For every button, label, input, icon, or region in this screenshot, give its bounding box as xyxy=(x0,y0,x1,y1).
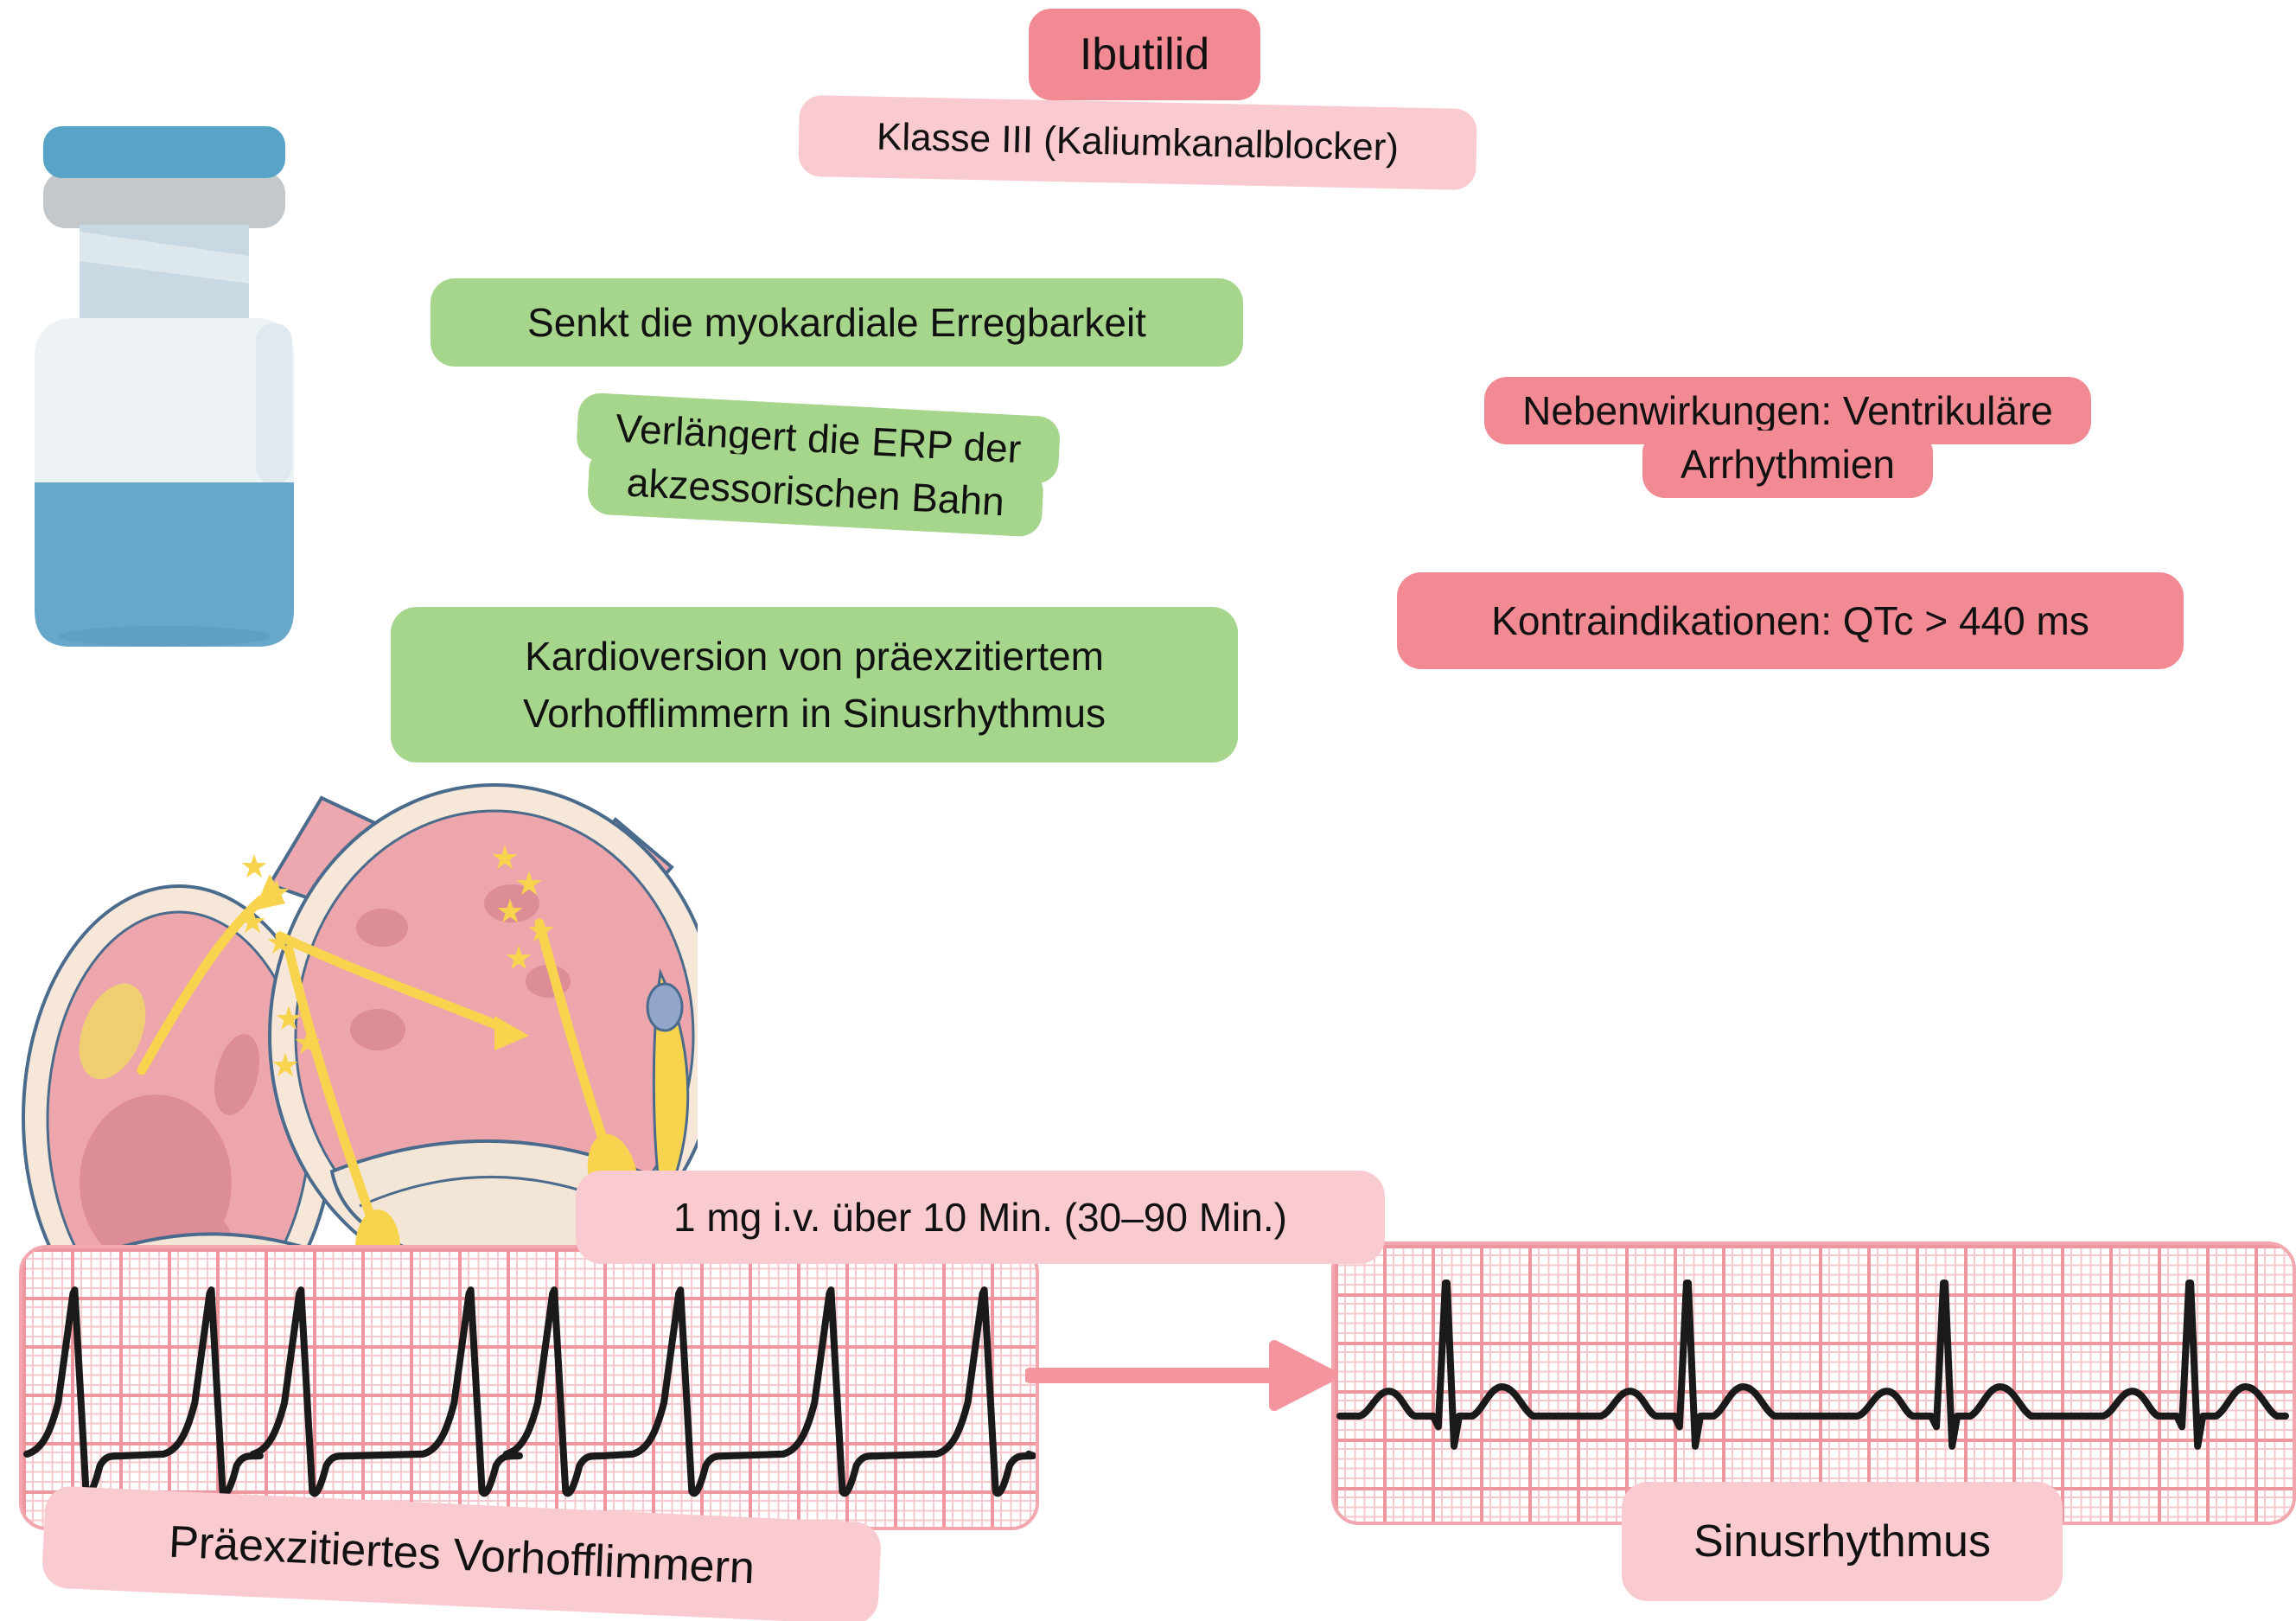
dosage-label: 1 mg i.v. über 10 Min. (30–90 Min.) xyxy=(673,1195,1287,1240)
effect-excitability-badge: Senkt die myokardiale Erregbarkeit xyxy=(430,278,1243,367)
sinus-label: Sinusrhythmus xyxy=(1693,1516,1991,1567)
svg-text:★: ★ xyxy=(239,849,269,885)
ecg-trace-sinus xyxy=(1336,1280,2289,1450)
side-effects-line2: Arrhythmien xyxy=(1642,431,1933,498)
vessel-cross-section xyxy=(646,982,684,1032)
ectopic-foci-stars: ★★★★ ★★★★★ ★★★ xyxy=(238,840,556,1084)
contraindication-badge: Kontraindikationen: QTc > 440 ms xyxy=(1397,572,2184,669)
drug-title: Ibutilid xyxy=(1079,29,1210,80)
ecg-svg-sinus xyxy=(1336,1280,2289,1450)
effect-cardioversion-line2: Vorhofflimmern in Sinusrhythmus xyxy=(522,691,1107,736)
ecg-trace-af xyxy=(23,1286,1036,1497)
vial-seal xyxy=(43,171,285,228)
vial-liquid xyxy=(35,482,294,647)
svg-text:★: ★ xyxy=(271,1048,300,1084)
svg-text:★: ★ xyxy=(526,913,556,949)
dosage-badge: 1 mg i.v. über 10 Min. (30–90 Min.) xyxy=(576,1171,1385,1264)
svg-text:★: ★ xyxy=(238,904,267,941)
drug-title-badge: Ibutilid xyxy=(1029,9,1260,100)
transition-arrow-head xyxy=(1269,1340,1338,1411)
effect-cardioversion-badge: Kardioversion von präexzitiertem Vorhoff… xyxy=(391,607,1238,763)
svg-text:★: ★ xyxy=(274,1001,303,1037)
svg-text:★: ★ xyxy=(504,941,533,977)
drug-class-label: Klasse III (Kaliumkanalblocker) xyxy=(876,115,1400,169)
side-effects-badge: Nebenwirkungen: Ventrikuläre Arrhythmien xyxy=(1426,377,2149,498)
effect-cardioversion-line1: Kardioversion von präexzitiertem xyxy=(525,634,1104,679)
epicardial-fat xyxy=(79,983,146,1080)
svg-text:★: ★ xyxy=(495,894,525,930)
sinus-label-badge: Sinusrhythmus xyxy=(1622,1482,2063,1601)
vial-body-shade xyxy=(256,323,292,484)
svg-text:★: ★ xyxy=(265,925,295,961)
conduction-pathways xyxy=(137,895,610,1220)
vial-neck-highlight xyxy=(80,232,249,284)
contraindication-label: Kontraindikationen: QTc > 440 ms xyxy=(1491,598,2089,643)
ecg-svg-af xyxy=(23,1286,1036,1497)
transition-arrow xyxy=(1025,1340,1338,1411)
svg-text:★: ★ xyxy=(293,1025,322,1062)
svg-text:★: ★ xyxy=(514,866,544,903)
svg-text:★: ★ xyxy=(262,875,291,911)
drug-class-badge: Klasse III (Kaliumkanalblocker) xyxy=(798,94,1477,191)
vial-liquid-shade xyxy=(59,626,270,647)
af-label: Präexzitiertes Vorhofflimmern xyxy=(167,1516,756,1594)
effect-excitability-label: Senkt die myokardiale Erregbarkeit xyxy=(527,300,1146,345)
vial-cap xyxy=(43,126,285,178)
effect-erp-badge: Verlängert die ERP der akzessorischen Ba… xyxy=(486,387,1148,543)
svg-text:★: ★ xyxy=(490,840,520,877)
ecg-strip-preexcited-af xyxy=(19,1245,1039,1530)
ecg-strip-sinus xyxy=(1331,1241,2296,1525)
medication-vial-illustration xyxy=(35,126,294,647)
